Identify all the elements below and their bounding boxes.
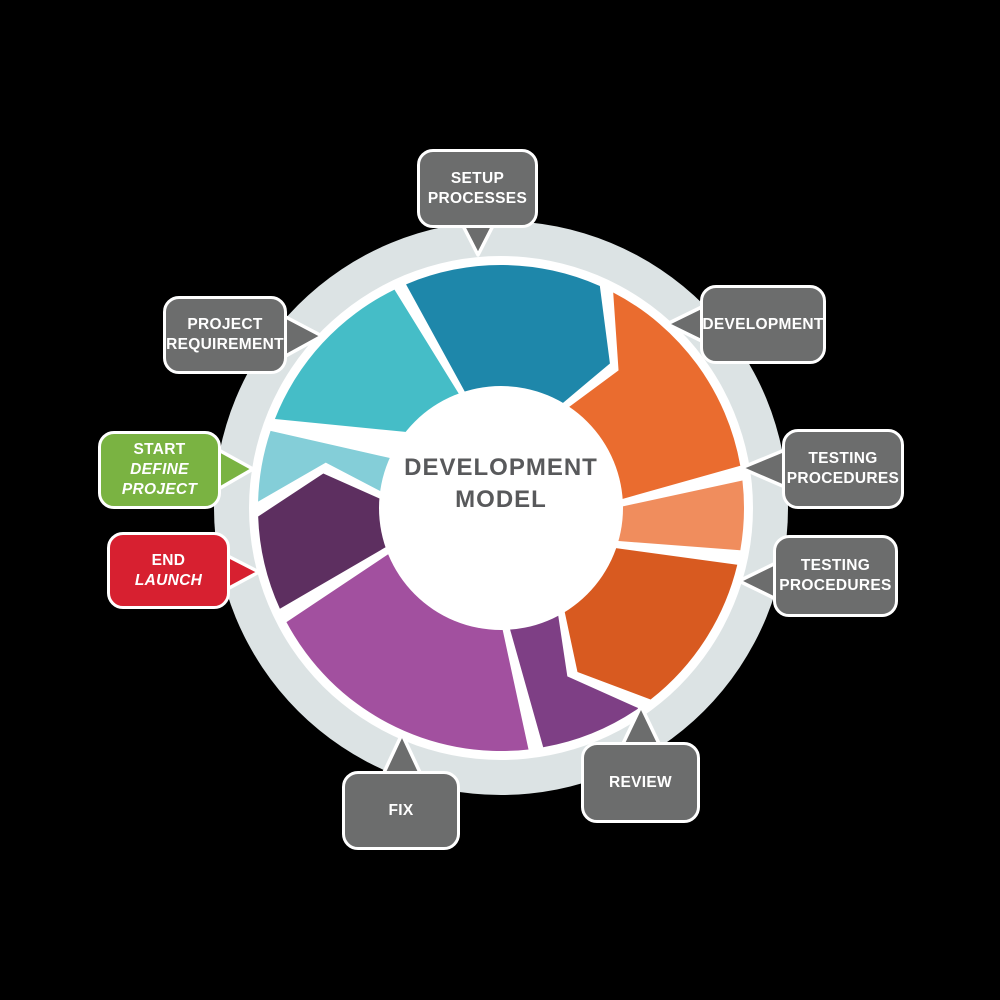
segment-development bbox=[566, 292, 741, 500]
callout-setup-processes: SETUP PROCESSES bbox=[417, 149, 538, 228]
callout-testing-procedures-2: TESTING PROCEDURES bbox=[773, 535, 898, 617]
callout-label: TESTING bbox=[808, 450, 878, 468]
segment-project-requirement bbox=[274, 289, 461, 433]
callout-review: REVIEW bbox=[581, 742, 700, 823]
callout-label: PROCEDURES bbox=[779, 577, 892, 594]
callout-label: DEVELOPMENT bbox=[702, 315, 824, 333]
segment-review bbox=[509, 612, 639, 748]
callout-label: END bbox=[151, 551, 186, 569]
callout-label: START bbox=[133, 441, 186, 459]
hub-circle bbox=[379, 386, 623, 630]
segment-fix bbox=[286, 552, 529, 752]
segment-testing-procedures-2 bbox=[564, 547, 738, 700]
callout-label: TESTING bbox=[800, 557, 871, 575]
callout-start-define-project: START DEFINE PROJECT bbox=[98, 431, 221, 509]
segment-testing-procedures-1 bbox=[615, 480, 745, 551]
diagram-title: DEVELOPMENT MODEL bbox=[331, 452, 671, 517]
callout-label: FIX bbox=[388, 801, 414, 819]
diagram-title-line1: DEVELOPMENT bbox=[404, 454, 598, 481]
callout-project-requirement: PROJECT REQUIREMENT bbox=[163, 296, 287, 374]
callout-label: REVIEW bbox=[609, 773, 672, 791]
callout-testing-procedures-1: TESTING PROCEDURES bbox=[782, 429, 904, 509]
callout-label: LAUNCH bbox=[134, 571, 203, 589]
callout-fix: FIX bbox=[342, 771, 460, 850]
callout-label: PROCESSES bbox=[427, 189, 528, 207]
segment-end-launch bbox=[258, 473, 389, 609]
segment-start-define-project bbox=[258, 430, 393, 502]
callout-label: PROCEDURES bbox=[786, 470, 900, 487]
callout-label: PROJECT bbox=[121, 480, 198, 498]
diagram-title-line2: MODEL bbox=[455, 486, 547, 514]
callout-label: DEFINE bbox=[130, 461, 189, 479]
callout-label: PROJECT bbox=[187, 316, 263, 334]
segment-setup-processes bbox=[406, 265, 610, 405]
callout-development: DEVELOPMENT bbox=[700, 285, 826, 364]
callout-end-launch: END LAUNCH bbox=[107, 532, 230, 609]
callout-label: REQUIREMENT bbox=[166, 336, 284, 353]
callout-label: SETUP bbox=[450, 169, 505, 187]
